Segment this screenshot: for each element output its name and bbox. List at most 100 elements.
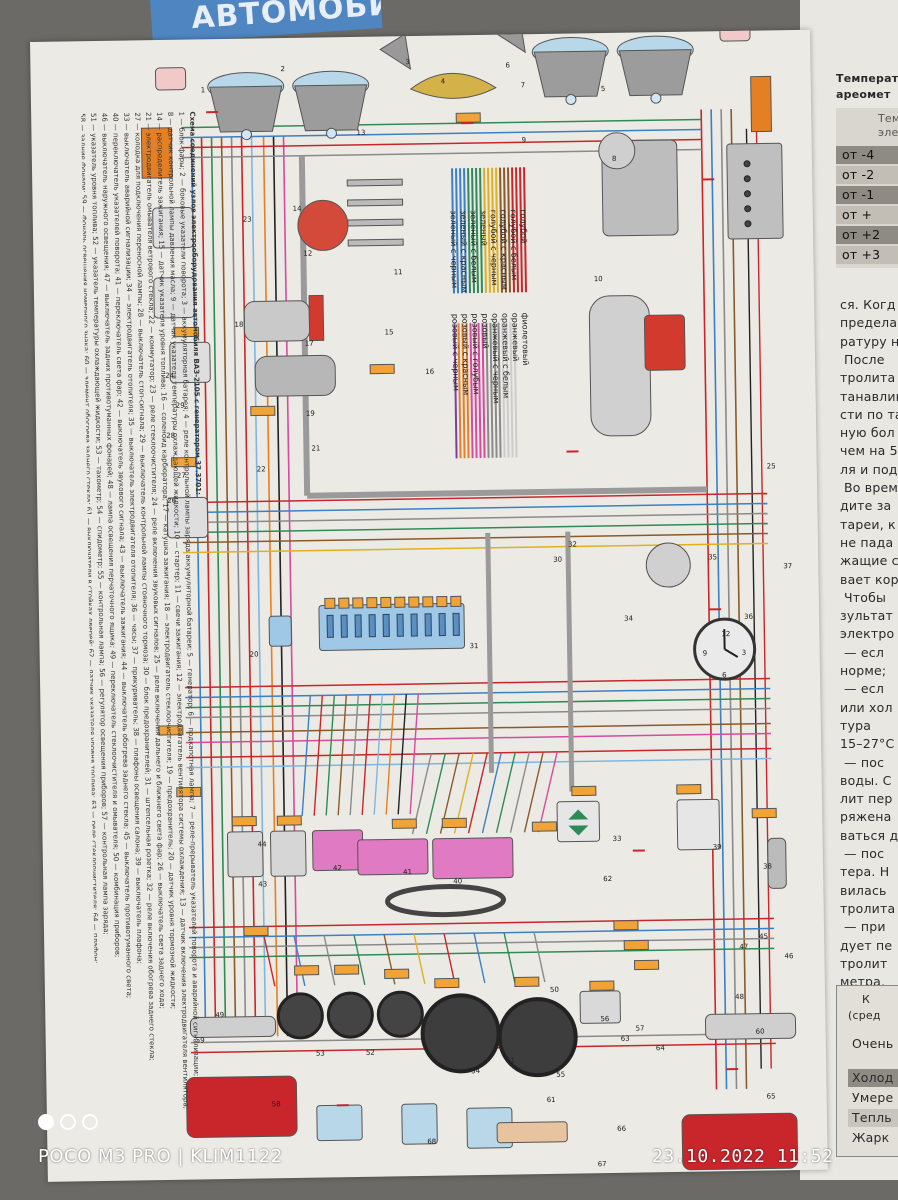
wire xyxy=(467,752,488,834)
body-text-line: жащие с xyxy=(840,553,898,569)
harness-wire-vertical xyxy=(730,108,748,1089)
wire xyxy=(443,933,456,984)
body-text-line: ля и под xyxy=(840,461,898,477)
wire xyxy=(495,752,516,833)
component-number-label: 36 xyxy=(744,613,754,621)
legend-swatch xyxy=(461,323,466,459)
clock-number-label: 6 xyxy=(722,671,727,679)
connector-block xyxy=(514,976,540,988)
wire xyxy=(509,752,530,833)
magazine-header-text: АВТОМОБИЛЬ xyxy=(190,0,383,37)
body-text-line: — есл xyxy=(844,681,885,697)
connector-block xyxy=(384,968,410,980)
battery-cell xyxy=(744,220,752,228)
component-number-label: 53 xyxy=(316,1049,325,1057)
fuse-single xyxy=(268,615,292,647)
wiper-motor xyxy=(254,354,336,397)
component-number-label: 50 xyxy=(550,986,559,994)
body-text-line: дите за xyxy=(840,498,892,514)
legend-swatch xyxy=(483,167,487,293)
legend-swatch xyxy=(455,168,460,294)
body-text-line: 15–27°С xyxy=(840,736,895,752)
component-number-label: 8 xyxy=(612,155,617,163)
relay xyxy=(166,496,209,539)
connector-block xyxy=(434,977,460,989)
harness-wire-horizontal xyxy=(182,532,768,544)
connector-block xyxy=(171,456,197,468)
harness-wire-vertical xyxy=(262,136,279,1037)
light-switch xyxy=(226,830,264,878)
tail-light xyxy=(681,1112,799,1171)
spark-plug-lead xyxy=(347,198,404,207)
component-number-label: 2 xyxy=(280,65,285,73)
component-number-label: 56 xyxy=(600,1015,610,1023)
connector-block xyxy=(633,959,660,971)
connector-block xyxy=(369,363,395,375)
dot-icon xyxy=(60,1114,76,1130)
component-number-label: 9 xyxy=(522,136,527,144)
legend-swatch xyxy=(463,168,467,294)
harness-wire-vertical xyxy=(220,136,237,1037)
component-number-label: 55 xyxy=(556,1071,565,1079)
fuse-terminal xyxy=(436,596,448,608)
connector-block xyxy=(676,784,702,795)
body-text-line: тролит xyxy=(840,955,888,971)
radiator-fan xyxy=(409,72,497,99)
harness-wire-vertical xyxy=(700,109,718,1090)
harness-wire-vertical xyxy=(210,137,227,1038)
harness-wire-horizontal xyxy=(186,747,772,759)
wire xyxy=(263,936,276,987)
fuse xyxy=(354,614,362,638)
legend-swatch xyxy=(505,322,510,458)
harness-wire-horizontal xyxy=(189,947,775,959)
body-text-line: электро xyxy=(840,626,895,642)
legend-swatch xyxy=(477,322,482,458)
body-text-line: Чтобы xyxy=(844,589,887,605)
legend-swatch xyxy=(467,168,471,294)
harness-bundle xyxy=(485,532,495,773)
headlamp-body xyxy=(618,49,692,97)
component-number-label: 3 xyxy=(405,58,410,66)
connector-block xyxy=(250,405,276,417)
spark-plug-lead xyxy=(346,178,403,187)
connector-block xyxy=(243,925,269,937)
harness-wire-vertical xyxy=(745,128,762,1069)
table-row: от +2 xyxy=(836,226,898,244)
component-number-label: 27 xyxy=(177,472,186,480)
body-text-line: — пос xyxy=(844,754,885,770)
legend-swatch xyxy=(511,167,515,293)
fuse xyxy=(382,613,390,638)
headlamp-body xyxy=(209,85,283,133)
wire xyxy=(353,934,366,986)
climate-table-row: Очень xyxy=(848,1035,898,1053)
harness-bundle xyxy=(565,531,575,792)
component-number-label: 14 xyxy=(293,205,303,213)
table-heading-line: ареомет xyxy=(836,88,891,101)
side-indicator xyxy=(750,75,773,133)
body-text-line: чем на 5 xyxy=(840,443,898,459)
component-number-label: 7 xyxy=(521,81,526,89)
legend-entry: розовый с голубым xyxy=(470,313,481,395)
clock-number-label: 3 xyxy=(742,649,747,657)
generator-pulley xyxy=(598,132,636,170)
horn xyxy=(493,16,526,54)
component-number-label: 19 xyxy=(306,410,315,418)
headlamp-body xyxy=(294,84,368,132)
body-text-line: предела xyxy=(840,315,898,331)
component-number-label: 68 xyxy=(427,1138,436,1146)
legend-swatch xyxy=(475,167,479,294)
clock-hand xyxy=(724,648,739,658)
spark-plug-lead xyxy=(347,238,404,247)
connector-block xyxy=(173,326,200,338)
wire xyxy=(533,932,546,983)
legend-entry: оранжевый xyxy=(510,312,521,362)
component-number-label: 67 xyxy=(598,1160,607,1168)
license-lamp xyxy=(704,1012,797,1040)
connector-block xyxy=(455,112,481,123)
wire xyxy=(413,933,426,985)
component-number-label: 66 xyxy=(617,1125,627,1133)
component-number-label: 29 xyxy=(176,402,185,410)
bulb-icon xyxy=(325,127,337,139)
connector-block xyxy=(334,964,360,975)
